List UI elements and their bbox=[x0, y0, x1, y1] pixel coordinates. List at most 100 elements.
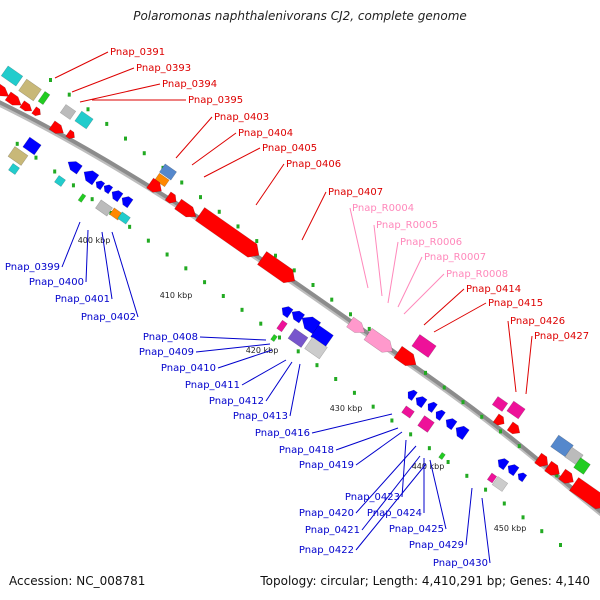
reverse-gene-label: Pnap_0408 bbox=[143, 332, 198, 343]
reverse-gene-label-leader bbox=[361, 455, 421, 531]
reverse-cds-arrow bbox=[497, 458, 510, 471]
inner-tick-mark bbox=[278, 335, 281, 340]
forward-gene-label-leader bbox=[255, 163, 285, 206]
forward-gene-label-leader bbox=[507, 320, 517, 393]
forward-cds-arrow-shape bbox=[569, 477, 600, 510]
reverse-gene-label-leader bbox=[241, 359, 287, 386]
reverse-cds-arrow-shape bbox=[517, 472, 528, 483]
reverse-gene-label-leader bbox=[85, 229, 89, 283]
misc-feature-block bbox=[18, 78, 42, 102]
reverse-gene-label-leader bbox=[265, 361, 293, 402]
misc-feature-block bbox=[8, 163, 20, 175]
reverse-cds-arrow-shape bbox=[427, 401, 438, 414]
misc-feature-block-shape bbox=[7, 146, 29, 166]
reverse-cds-arrow-shape bbox=[445, 418, 458, 431]
magenta-feature-block bbox=[401, 405, 415, 419]
reverse-cds-arrow bbox=[445, 418, 458, 431]
forward-gene-label-leader bbox=[301, 191, 327, 241]
misc-feature-block-shape bbox=[491, 476, 509, 492]
reverse-gene-label: Pnap_0402 bbox=[81, 312, 136, 323]
forward-cds-arrow-shape bbox=[174, 198, 197, 218]
reverse-gene-label-leader bbox=[111, 231, 139, 318]
reverse-cds-arrow bbox=[407, 389, 418, 402]
reverse-gene-label-leader bbox=[355, 445, 417, 514]
inner-tick-mark bbox=[446, 460, 450, 464]
rna-arrow-shape bbox=[346, 316, 366, 333]
reverse-cds-arrow-shape bbox=[301, 316, 322, 335]
forward-cds-arrow-shape bbox=[0, 81, 10, 97]
scale-label: 450 kbp bbox=[494, 524, 527, 533]
forward-gene-label: Pnap_0415 bbox=[488, 298, 543, 309]
reverse-cds-arrow-shape bbox=[67, 161, 83, 175]
inner-tick-mark bbox=[15, 141, 19, 146]
reverse-gene-label-leader bbox=[465, 487, 473, 546]
forward-cds-arrow bbox=[558, 468, 574, 484]
reverse-gene-label: Pnap_0422 bbox=[299, 545, 354, 556]
forward-cds-arrow-shape bbox=[164, 191, 177, 204]
reverse-gene-label: Pnap_0416 bbox=[255, 428, 310, 439]
forward-cds-arrow-shape bbox=[492, 413, 505, 426]
inner-tick-mark bbox=[465, 473, 469, 478]
outer-tick-mark bbox=[49, 78, 52, 82]
reverse-gene-label: Pnap_0419 bbox=[299, 460, 354, 471]
forward-gene-label-leader bbox=[175, 116, 213, 159]
inner-tick-mark bbox=[371, 404, 375, 409]
rna-gene-label: Pnap_R0008 bbox=[446, 269, 508, 280]
magenta-feature-block bbox=[276, 319, 288, 333]
magenta-feature-block bbox=[411, 334, 437, 358]
magenta-feature-block-shape bbox=[276, 319, 288, 333]
forward-cds-arrow-shape bbox=[48, 120, 64, 134]
forward-cds-arrow bbox=[19, 100, 33, 112]
inner-tick-mark bbox=[146, 238, 150, 243]
forward-cds-arrow bbox=[393, 345, 417, 367]
reverse-gene-label: Pnap_0413 bbox=[233, 411, 288, 422]
misc-feature-block-shape bbox=[95, 199, 113, 217]
reverse-gene-label-leader bbox=[289, 363, 301, 417]
inner-tick-mark bbox=[240, 307, 244, 312]
forward-gene-label-leader bbox=[525, 335, 533, 395]
reverse-cds-arrow-shape bbox=[103, 184, 114, 195]
inner-tick-mark bbox=[484, 487, 488, 492]
inner-tick-mark bbox=[259, 321, 263, 326]
misc-feature-block bbox=[77, 193, 87, 203]
misc-feature-block bbox=[0, 65, 24, 87]
forward-cds-arrow-shape bbox=[195, 207, 260, 258]
reverse-cds-arrow-shape bbox=[291, 310, 306, 324]
reverse-cds-arrow-shape bbox=[407, 389, 418, 402]
rna-gene-label: Pnap_R0006 bbox=[400, 237, 462, 248]
reverse-gene-label: Pnap_0401 bbox=[55, 294, 110, 305]
rna-gene-label: Pnap_R0004 bbox=[352, 203, 414, 214]
misc-feature-block bbox=[304, 336, 328, 360]
forward-cds-arrow-shape bbox=[31, 106, 41, 117]
rna-gene-label-leader bbox=[373, 224, 383, 297]
rna-arrow-shape bbox=[363, 327, 393, 353]
forward-gene-label-leader bbox=[433, 302, 487, 333]
reverse-cds-arrow bbox=[281, 306, 294, 319]
reverse-gene-label-leader bbox=[335, 427, 399, 451]
forward-gene-label-leader bbox=[54, 51, 109, 79]
reverse-cds-arrow-shape bbox=[497, 458, 510, 471]
accession-text: Accession: NC_008781 bbox=[9, 574, 146, 588]
outer-tick-mark bbox=[199, 195, 202, 200]
misc-feature-block bbox=[287, 328, 309, 348]
reverse-gene-label-leader bbox=[429, 459, 447, 530]
forward-gene-label: Pnap_0403 bbox=[214, 112, 269, 123]
outer-tick-mark bbox=[461, 400, 465, 405]
reverse-gene-label-leader bbox=[101, 231, 113, 300]
outer-tick-mark bbox=[424, 370, 427, 375]
outer-tick-mark bbox=[217, 209, 221, 214]
outer-tick-mark bbox=[367, 326, 371, 331]
magenta-feature-block-shape bbox=[506, 400, 526, 420]
reverse-cds-arrow bbox=[121, 196, 134, 209]
inner-tick-mark bbox=[165, 252, 169, 257]
inner-tick-mark bbox=[559, 543, 562, 547]
topology-text: Topology: circular; Length: 4,410,291 bp… bbox=[260, 574, 590, 588]
misc-feature-block bbox=[95, 199, 113, 217]
forward-cds-arrow bbox=[31, 106, 41, 117]
reverse-gene-label: Pnap_0400 bbox=[29, 277, 84, 288]
forward-gene-label-leader bbox=[191, 132, 237, 166]
reverse-cds-arrow bbox=[111, 190, 124, 203]
forward-cds-arrow-shape bbox=[544, 460, 560, 476]
